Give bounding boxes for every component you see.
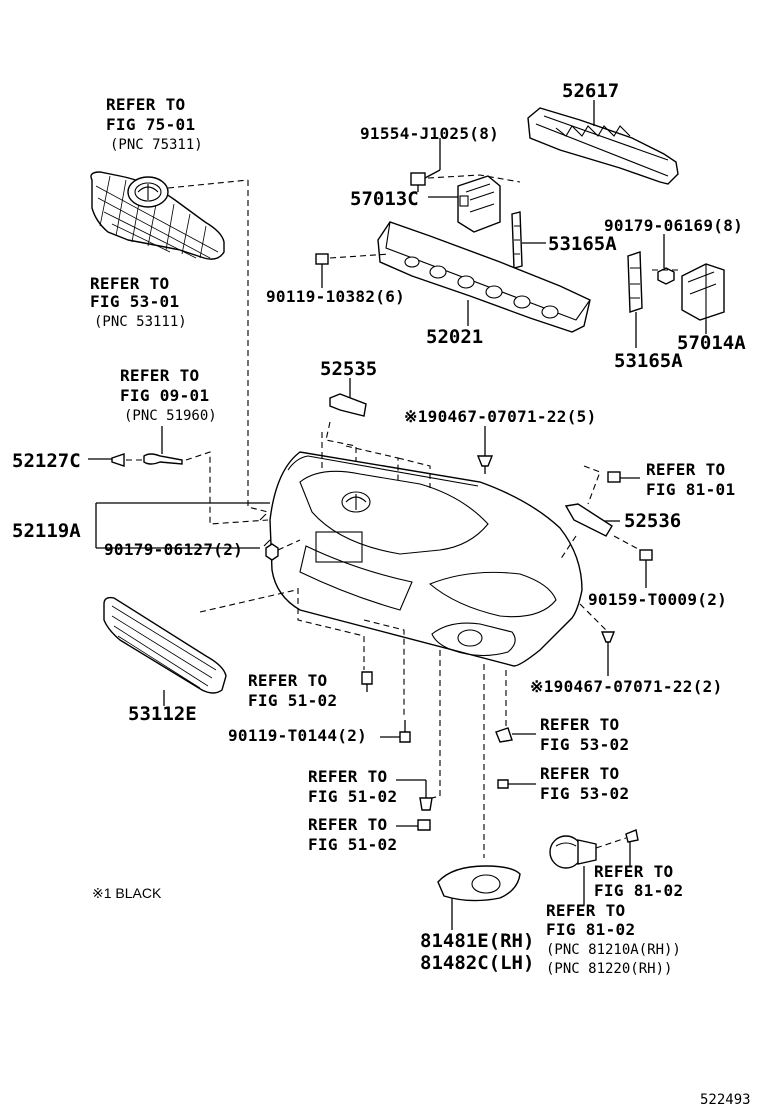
part-number-52536: 52536	[624, 510, 681, 532]
svg-text:REFER TO: REFER TO	[308, 767, 387, 786]
part-number-90179-06169: 90179-06169(8)	[604, 216, 743, 235]
label-refer-fig-51-02-b: REFER TO FIG 51-02	[308, 767, 397, 806]
svg-text:FIG 75-01: FIG 75-01	[106, 115, 195, 134]
clip-190467-2-illustration	[600, 631, 616, 643]
svg-text:FIG 53-02: FIG 53-02	[540, 735, 629, 754]
svg-text:REFER TO: REFER TO	[646, 460, 725, 479]
part-number-90119-t0144: 90119-T0144(2)	[228, 726, 367, 745]
diagram-id: 522493	[700, 1092, 751, 1108]
svg-text:REFER TO: REFER TO	[540, 715, 619, 734]
bracket-57013c-illustration	[457, 175, 501, 233]
svg-text:FIG 51-02: FIG 51-02	[308, 835, 397, 854]
svg-text:REFER TO: REFER TO	[594, 862, 673, 881]
part-number-53165a-bottom: 53165A	[614, 350, 683, 372]
part-number-52119a: 52119A	[12, 520, 81, 542]
label-refer-fig-81-02-a: REFER TO FIG 81-02	[594, 862, 683, 900]
part-number-53112e: 53112E	[128, 703, 197, 725]
part-number-53165a-top: 53165A	[548, 233, 617, 255]
label-refer-fig-51-02-a: REFER TO FIG 51-02	[248, 671, 337, 710]
screw-refer-53-02-b	[497, 779, 509, 789]
part-number-57014a: 57014A	[677, 332, 746, 354]
nut-90179-06169-illustration	[657, 267, 675, 285]
reinforcement-52021-illustration	[377, 221, 591, 333]
retainer-52536-illustration	[564, 503, 613, 537]
svg-text:REFER TO: REFER TO	[308, 815, 387, 834]
part-number-91554-j1025: 91554-J1025(8)	[360, 124, 499, 143]
bracket-53165a-top-illustration	[511, 211, 523, 269]
bolt-90119-t0144-illustration	[399, 720, 411, 743]
svg-text:(PNC 81210A(RH)): (PNC 81210A(RH))	[546, 942, 681, 958]
part-number-52617: 52617	[562, 80, 619, 102]
part-number-52127c: 52127C	[12, 450, 81, 472]
screw-fog-lamp-illustration	[625, 829, 639, 843]
label-refer-fig-53-01: REFER TO FIG 53-01 (PNC 53111)	[90, 274, 187, 330]
label-refer-fig-51-02-c: REFER TO FIG 51-02	[308, 815, 397, 854]
part-number-90179-06127: 90179-06127(2)	[104, 540, 243, 559]
nut-90179-06127-illustration	[265, 543, 279, 561]
part-number-52535: 52535	[320, 358, 377, 380]
label-refer-fig-53-02-b: REFER TO FIG 53-02	[540, 764, 629, 803]
label-refer-fig-75-01: REFER TO FIG 75-01 (PNC 75311)	[106, 95, 203, 153]
part-number-52021: 52021	[426, 326, 483, 348]
part-number-81481e-rh: 81481E(RH)	[420, 930, 534, 952]
towing-hook-cap-illustration	[143, 453, 183, 465]
svg-text:FIG 81-02: FIG 81-02	[594, 881, 683, 900]
note-black: ※1 BLACK	[92, 885, 162, 901]
clip-refer-51-02-a	[361, 671, 373, 692]
bolt-90159-illustration	[639, 549, 653, 561]
part-number-90119-10382: 90119-10382(6)	[266, 287, 405, 306]
bracket-57014a-illustration	[681, 263, 725, 321]
svg-text:REFER TO: REFER TO	[540, 764, 619, 783]
label-refer-fig-81-02-b: REFER TO FIG 81-02 (PNC 81210A(RH)) (PNC…	[546, 901, 681, 977]
svg-text:FIG 53-01: FIG 53-01	[90, 292, 179, 311]
svg-text:(PNC 51960): (PNC 51960)	[124, 408, 217, 424]
bolt-91554-illustration	[410, 172, 426, 192]
bolt-90119-10382-illustration	[315, 253, 329, 272]
label-refer-fig-09-01: REFER TO FIG 09-01 (PNC 51960)	[120, 366, 217, 424]
svg-text:FIG 53-02: FIG 53-02	[540, 784, 629, 803]
svg-text:FIG 81-01: FIG 81-01	[646, 480, 735, 499]
svg-text:FIG 51-02: FIG 51-02	[248, 691, 337, 710]
lower-grille-53112e-illustration	[103, 596, 227, 694]
label-refer-fig-53-02-a: REFER TO FIG 53-02	[540, 715, 629, 754]
label-refer-fig-81-01: REFER TO FIG 81-01	[646, 460, 735, 499]
clip-refer-53-02-a	[495, 727, 513, 743]
svg-text:FIG 51-02: FIG 51-02	[308, 787, 397, 806]
absorber-52617-illustration	[527, 107, 679, 185]
bracket-53165a-right-illustration	[627, 251, 643, 313]
fog-lamp-illustration	[549, 835, 597, 869]
svg-text:(PNC 75311): (PNC 75311)	[110, 137, 203, 153]
svg-text:FIG 81-02: FIG 81-02	[546, 920, 635, 939]
fog-lamp-bezel-illustration	[437, 865, 521, 902]
part-number-90159-t0009: 90159-T0009(2)	[588, 590, 727, 609]
svg-text:REFER TO: REFER TO	[120, 366, 199, 385]
svg-text:FIG 09-01: FIG 09-01	[120, 386, 209, 405]
svg-text:REFER TO: REFER TO	[546, 901, 625, 920]
svg-text:(PNC 53111): (PNC 53111)	[94, 314, 187, 330]
clip-190467-5-illustration	[476, 455, 494, 474]
bolt-refer-81-01-illustration	[607, 471, 621, 483]
bumper-cover-52119a-illustration	[259, 451, 583, 667]
bracket-52535-illustration	[329, 393, 367, 417]
screw-refer-51-02-c	[417, 819, 431, 831]
clip-52127c-illustration	[111, 453, 125, 467]
svg-text:REFER TO: REFER TO	[248, 671, 327, 690]
part-number-81482c-lh: 81482C(LH)	[420, 952, 534, 974]
upper-grille-illustration	[90, 171, 225, 260]
part-number-190467-5: ※190467-07071-22(5)	[404, 407, 597, 426]
clip-refer-51-02-b	[419, 797, 433, 811]
svg-text:REFER TO: REFER TO	[106, 95, 185, 114]
svg-text:REFER TO: REFER TO	[90, 274, 169, 293]
svg-text:(PNC 81220(RH)): (PNC 81220(RH))	[546, 961, 672, 977]
part-number-190467-2: ※190467-07071-22(2)	[530, 677, 723, 696]
part-number-57013c: 57013C	[350, 188, 419, 210]
